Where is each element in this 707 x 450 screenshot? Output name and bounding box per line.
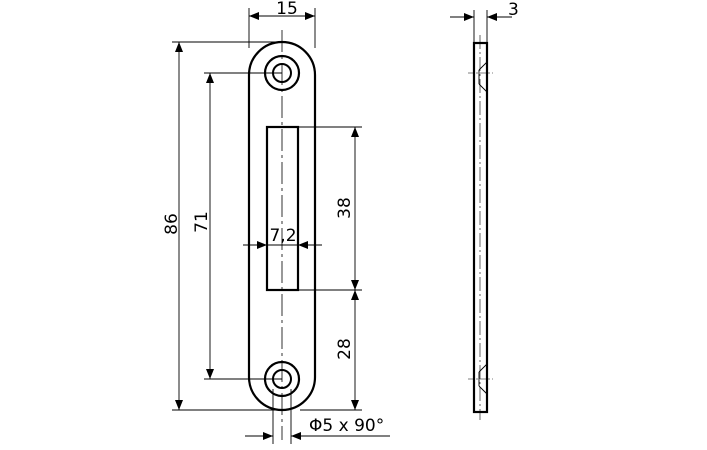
dim-countersink [245, 389, 390, 444]
dim-overall-length [172, 41, 282, 411]
countersink-line [478, 61, 488, 71]
countersink-line [478, 83, 488, 93]
dim-slot-offset-label: 28 [335, 338, 355, 360]
dim-overall-length-label: 86 [162, 213, 182, 235]
side-plate [472, 41, 489, 414]
dim-width [248, 8, 316, 48]
dim-thickness [450, 10, 512, 43]
dim-slot-length-label: 38 [335, 197, 355, 219]
dim-thickness-label: 3 [508, 0, 519, 20]
side-view [468, 35, 493, 420]
dim-width-label: 15 [276, 0, 298, 19]
dim-slot-width-label: 7,2 [269, 226, 296, 246]
dim-hole-spacing [204, 72, 282, 380]
countersink-line [478, 363, 488, 373]
dim-slot-offset [300, 290, 362, 411]
latch-slot [265, 125, 300, 292]
dim-countersink-label: Φ5 x 90° [309, 416, 384, 436]
dim-hole-spacing-label: 71 [192, 211, 212, 233]
countersink-line [478, 385, 488, 395]
